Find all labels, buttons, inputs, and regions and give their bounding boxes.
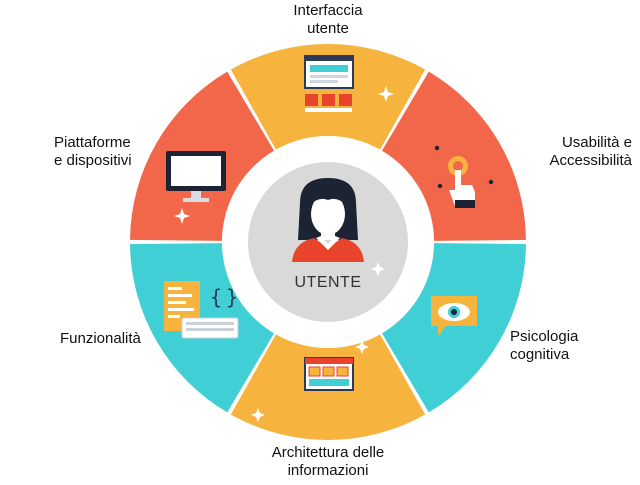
svg-text:{: {	[210, 285, 222, 309]
center-label: UTENTE	[295, 274, 362, 291]
hand-click-icon	[434, 145, 494, 208]
segment-usabilita	[381, 71, 526, 241]
sparkle-decorations	[174, 86, 394, 422]
label-piattaforme-dispositivi: Piattaforme e dispositivi	[54, 134, 174, 170]
sitemap-window-icon	[304, 357, 354, 391]
label-line: Funzionalità	[60, 330, 141, 347]
label-funzionalita: Funzionalità	[60, 330, 160, 348]
label-architettura-informazioni: Architettura delle informazioni	[238, 444, 418, 480]
label-line: Psicologia	[510, 328, 579, 345]
web-layout-icon	[304, 55, 354, 112]
label-psicologia-cognitiva: Psicologia cognitiva	[510, 328, 630, 364]
code-keyboard-icon: { }	[164, 281, 239, 339]
monitor-icon	[166, 151, 226, 202]
label-line: informazioni	[287, 462, 369, 479]
svg-text:}: }	[226, 285, 238, 309]
label-line: cognitiva	[510, 346, 570, 363]
eye-speech-bubble-icon	[431, 296, 477, 336]
label-line: Interfaccia	[293, 2, 363, 19]
label-line: Accessibilità	[549, 152, 632, 169]
label-usabilita-accessibilita: Usabilità e Accessibilità	[480, 134, 632, 170]
center-hub	[248, 162, 408, 322]
segment-psicologia	[381, 243, 526, 413]
label-line: Usabilità e	[561, 134, 632, 151]
label-line: e dispositivi	[54, 152, 132, 169]
label-line: utente	[307, 20, 349, 37]
label-line: Piattaforme	[54, 134, 131, 151]
label-line: Architettura delle	[271, 444, 385, 461]
label-interfaccia-utente: Interfaccia utente	[258, 2, 398, 38]
user-avatar-icon	[292, 178, 364, 262]
